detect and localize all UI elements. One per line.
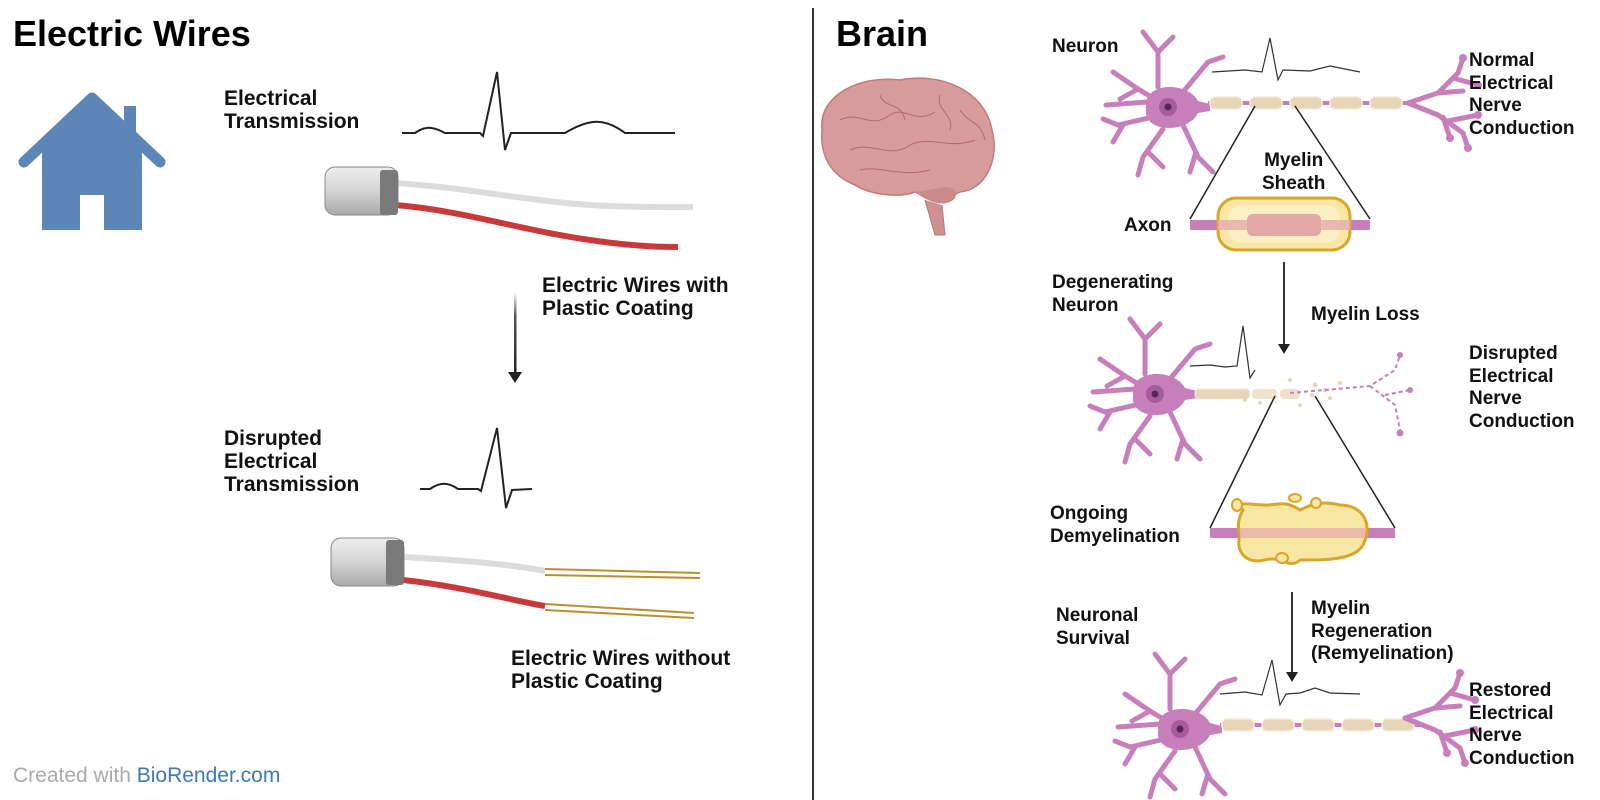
- credit-prefix: Created with: [13, 764, 131, 787]
- degenerating-neuron: [1090, 319, 1413, 462]
- down-arrow-remyelination: [1286, 592, 1298, 682]
- left-panel-title: Electric Wires: [13, 13, 251, 54]
- biorender-credit: Created with BioRender.com: [13, 764, 280, 788]
- restored-neuron: [1115, 654, 1479, 797]
- right-panel-title: Brain: [836, 13, 929, 54]
- wires-with-coating: [324, 166, 694, 250]
- brain-illustration: [821, 77, 995, 236]
- ecg-neuron-restored: [1219, 659, 1361, 707]
- ecg-neuron-disrupted: [1189, 325, 1256, 380]
- ecg-neuron-normal: [1211, 37, 1361, 82]
- down-arrow-left: [508, 292, 522, 383]
- ecg-disrupted-waveform: [420, 427, 533, 509]
- panel-divider: [812, 8, 814, 800]
- demyelination-detail: [1209, 395, 1396, 566]
- house-icon: [18, 92, 166, 230]
- myelin-sheath-detail: [1189, 105, 1371, 252]
- biorender-link[interactable]: BioRender.com: [136, 764, 281, 787]
- label-myelin-loss: Myelin Loss: [1311, 304, 1420, 325]
- label-neuron: Neuron: [1052, 36, 1119, 57]
- ecg-normal-waveform: [402, 71, 675, 151]
- wires-without-coating: [330, 537, 701, 619]
- down-arrow-myelin-loss: [1278, 262, 1290, 354]
- label-axon: Axon: [1124, 215, 1172, 236]
